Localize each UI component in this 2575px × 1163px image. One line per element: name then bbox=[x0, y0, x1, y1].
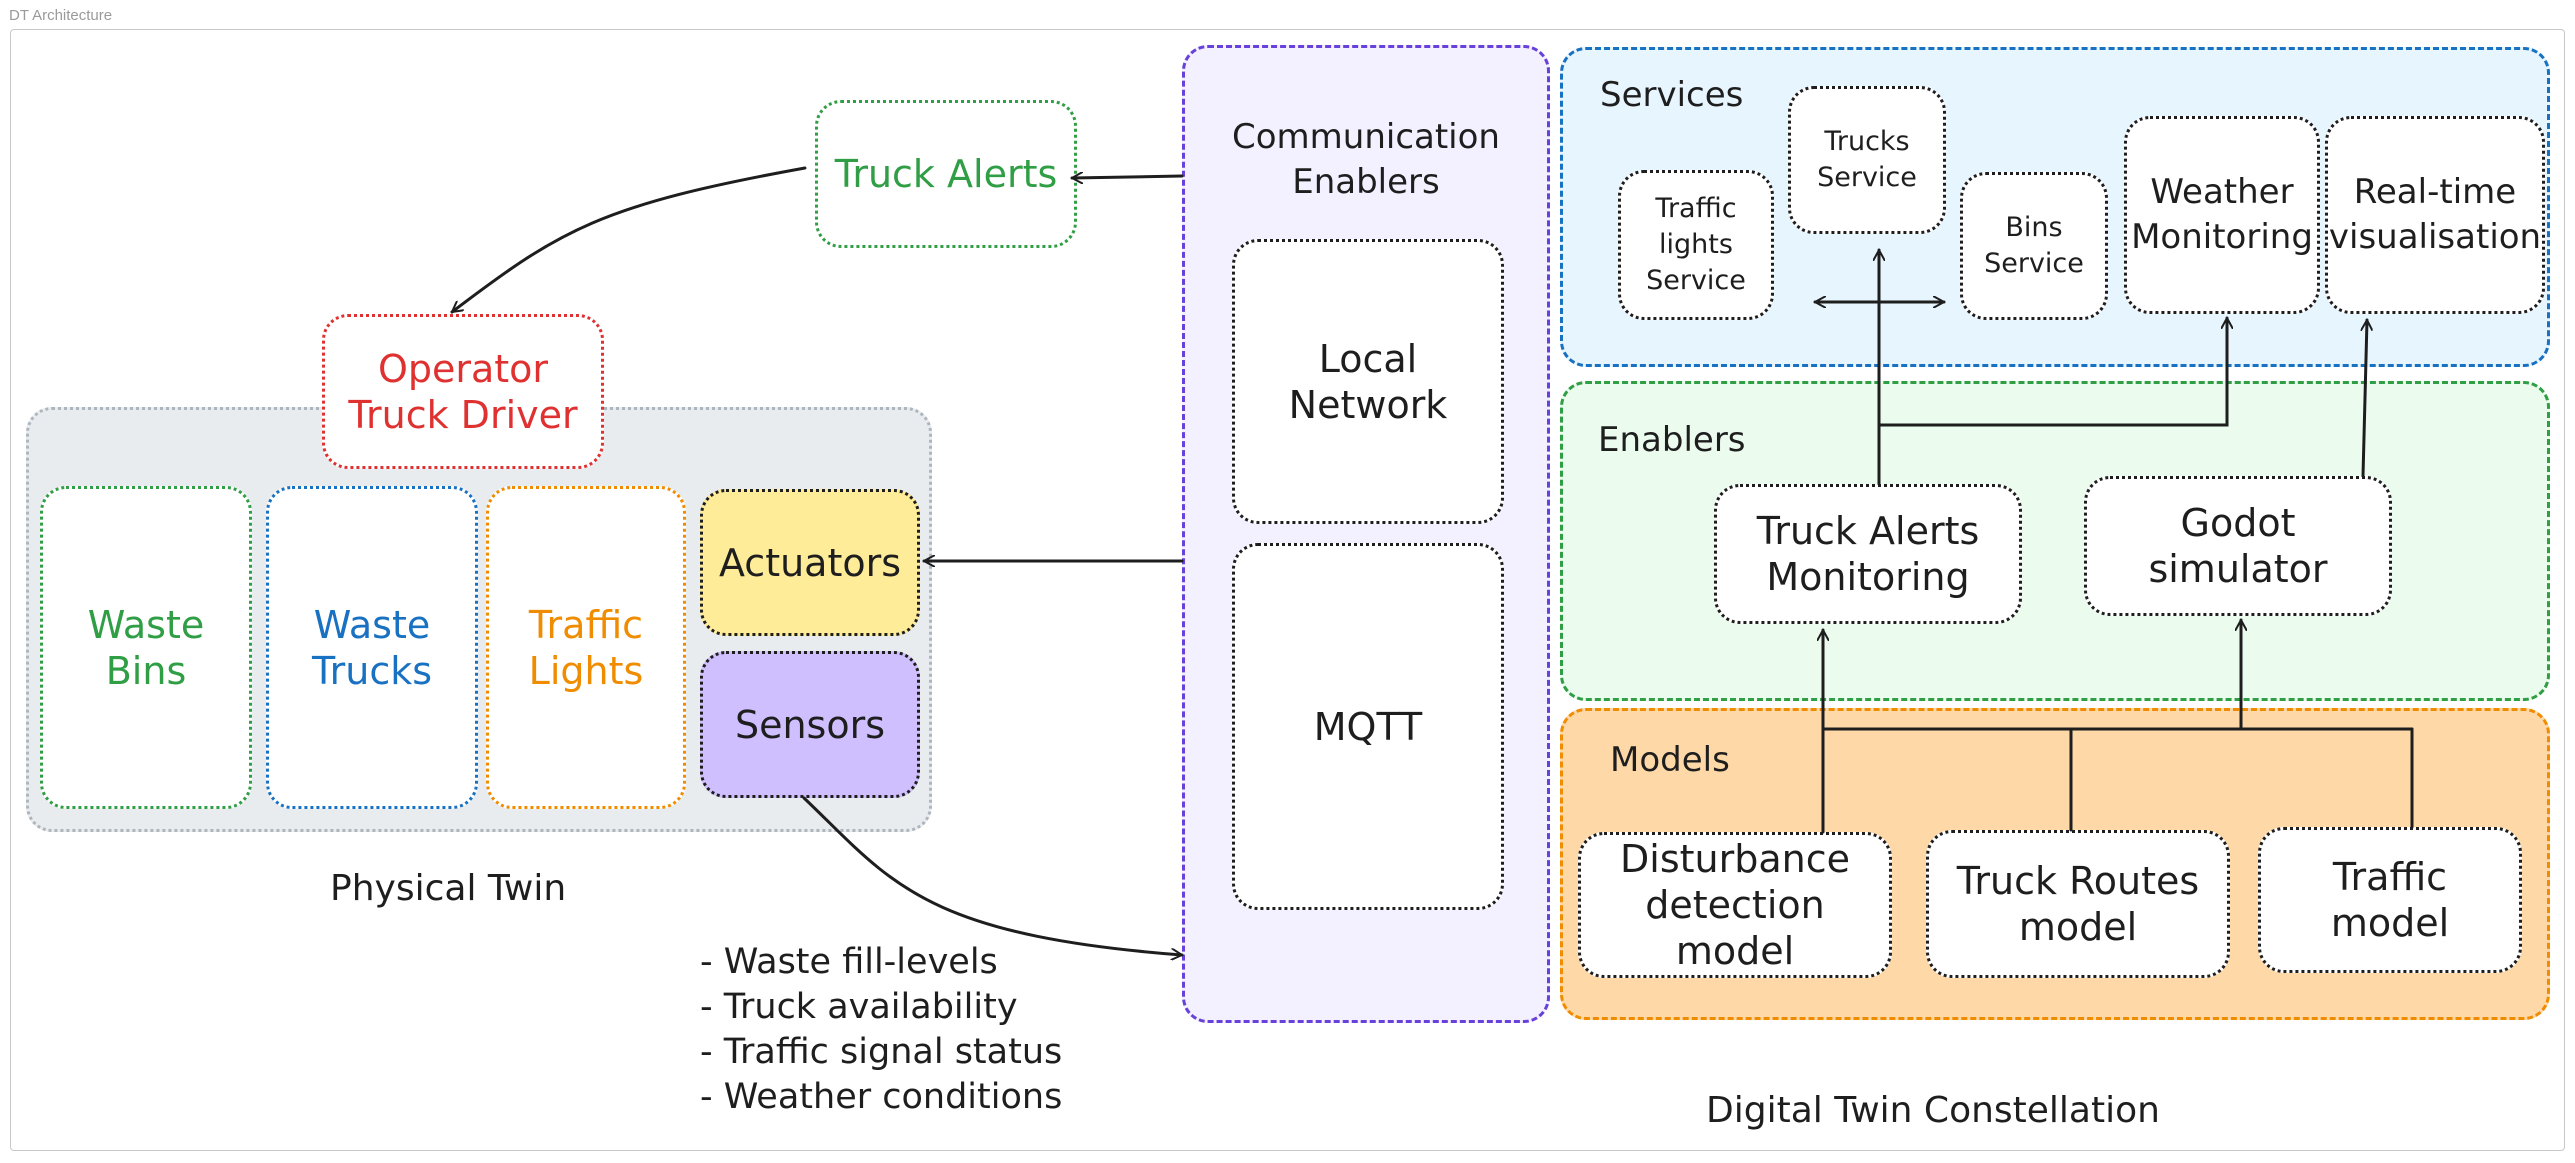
services-title: Services bbox=[1600, 75, 1744, 115]
sensor-data-list: - Waste fill-levels - Truck availability… bbox=[700, 940, 1062, 1120]
sensors-node[interactable]: Sensors bbox=[700, 651, 920, 798]
models-title: Models bbox=[1610, 740, 1730, 780]
diagram-canvas bbox=[10, 29, 2565, 1151]
window-title: DT Architecture bbox=[9, 7, 113, 24]
traffic-lights-node[interactable]: Traffic Lights bbox=[486, 486, 686, 809]
local-network-node[interactable]: Local Network bbox=[1232, 239, 1504, 524]
sensor-data-item: - Weather conditions bbox=[700, 1077, 1063, 1117]
truck-alerts-monitoring-node[interactable]: Truck Alerts Monitoring bbox=[1714, 484, 2022, 624]
traffic-lights-service-node[interactable]: Traffic lights Service bbox=[1618, 170, 1774, 320]
physical-twin-caption: Physical Twin bbox=[330, 868, 567, 909]
digital-twin-caption: Digital Twin Constellation bbox=[1706, 1090, 2160, 1131]
communication-enablers-title: Communication Enablers bbox=[1232, 117, 1500, 202]
sensor-data-item: - Waste fill-levels bbox=[700, 942, 998, 982]
operator-truck-driver-node[interactable]: Operator Truck Driver bbox=[322, 314, 604, 469]
waste-trucks-node[interactable]: Waste Trucks bbox=[266, 486, 478, 809]
mqtt-node[interactable]: MQTT bbox=[1232, 543, 1504, 910]
disturbance-detection-model-node[interactable]: Disturbance detection model bbox=[1578, 832, 1892, 978]
traffic-model-node[interactable]: Traffic model bbox=[2258, 827, 2522, 973]
weather-monitoring-node[interactable]: Weather Monitoring bbox=[2124, 116, 2320, 314]
actuators-node[interactable]: Actuators bbox=[700, 489, 920, 636]
realtime-visualisation-node[interactable]: Real-time visualisation bbox=[2325, 116, 2545, 314]
trucks-service-node[interactable]: Trucks Service bbox=[1788, 86, 1946, 234]
truck-alerts-node[interactable]: Truck Alerts bbox=[815, 100, 1077, 248]
truck-routes-model-node[interactable]: Truck Routes model bbox=[1926, 830, 2230, 978]
sensor-data-item: - Truck availability bbox=[700, 987, 1018, 1027]
godot-simulator-node[interactable]: Godot simulator bbox=[2084, 476, 2392, 616]
enablers-title: Enablers bbox=[1598, 420, 1746, 460]
waste-bins-node[interactable]: Waste Bins bbox=[40, 486, 252, 809]
sensor-data-item: - Traffic signal status bbox=[700, 1032, 1063, 1072]
bins-service-node[interactable]: Bins Service bbox=[1960, 172, 2108, 320]
